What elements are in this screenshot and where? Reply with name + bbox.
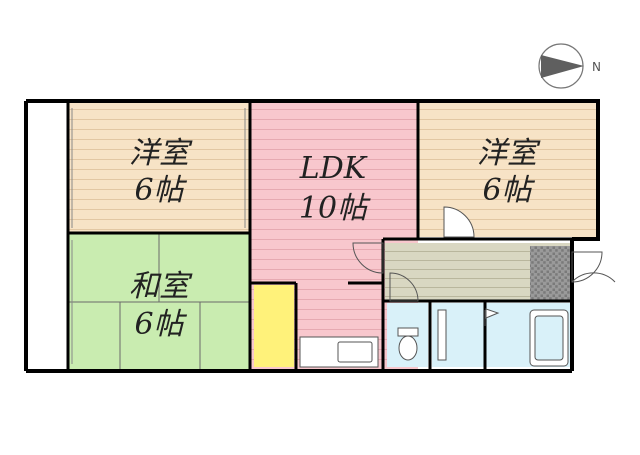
compass-arrow-icon xyxy=(541,55,584,78)
closet-outlines xyxy=(71,108,246,364)
compass: N xyxy=(538,43,601,89)
genkan-floor xyxy=(530,246,570,300)
western-room-right-name: 洋室 xyxy=(477,136,541,171)
ldk-size: 10帖 xyxy=(299,191,371,226)
room-labels: 洋室 6帖 LDK 10帖 洋室 6帖 和室 6帖 xyxy=(129,136,541,342)
door-ldk-hall xyxy=(352,242,384,274)
japanese-room-size: 6帖 xyxy=(134,307,187,342)
compass-north-label: N xyxy=(592,60,601,74)
outer-walls xyxy=(24,99,600,373)
washroom-flag-icon xyxy=(484,308,500,326)
storage-closet xyxy=(254,285,294,367)
western-room-left-floor xyxy=(68,103,250,233)
door-entrance xyxy=(571,251,603,283)
door-western-right xyxy=(443,206,475,238)
western-room-right-size: 6帖 xyxy=(482,173,535,208)
tatami-lines xyxy=(68,233,250,369)
toilet-icon xyxy=(397,327,419,361)
ldk-name: LDK xyxy=(299,151,368,186)
japanese-room-name: 和室 xyxy=(129,269,193,304)
bathtub-icon xyxy=(529,309,569,367)
kitchen-sink-icon xyxy=(337,341,373,363)
western-room-left-size: 6帖 xyxy=(134,173,187,208)
door-swings xyxy=(352,206,616,302)
door-toilet xyxy=(389,272,419,302)
western-room-left-name: 洋室 xyxy=(129,136,193,171)
kitchen-counter xyxy=(299,336,379,368)
washbasin-icon xyxy=(437,309,447,361)
door-entrance-outer xyxy=(571,272,616,283)
balcony xyxy=(28,103,68,369)
